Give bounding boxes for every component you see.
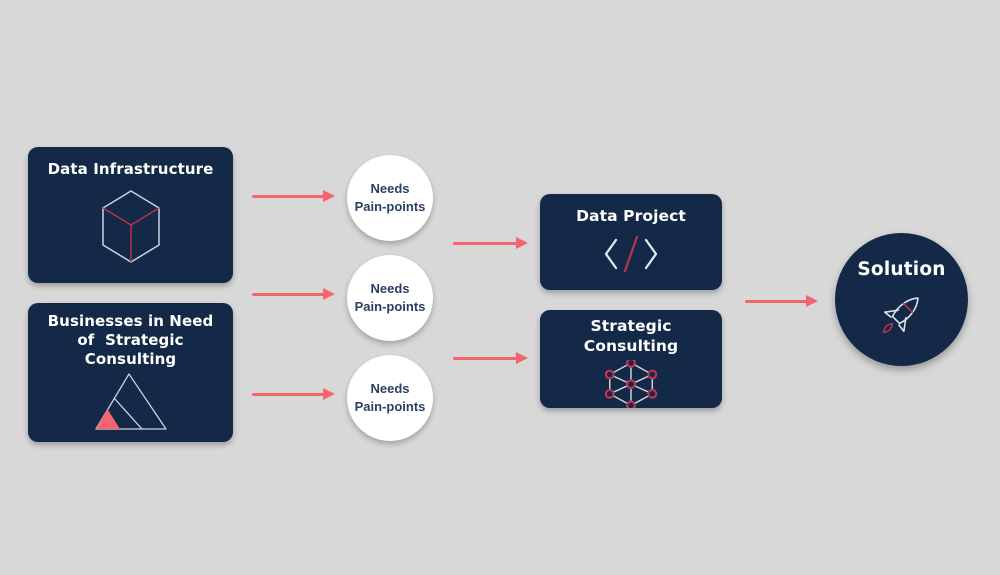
- node-needs-pain-points-1: Needs Pain-points: [347, 155, 433, 241]
- node-data-project: Data Project: [540, 194, 722, 290]
- node-title: Data Infrastructure: [47, 160, 214, 178]
- node-title: Solution: [857, 259, 946, 280]
- node-needs-pain-points-3: Needs Pain-points: [347, 355, 433, 441]
- node-title: Businesses in Need of Strategic Consulti…: [47, 312, 214, 369]
- node-needs-pain-points-2: Needs Pain-points: [347, 255, 433, 341]
- arrow-businesses-to-needs-2: [252, 292, 324, 296]
- arrow-businesses-to-needs-3: [252, 392, 324, 396]
- arrow-projects-to-solution: [745, 299, 807, 303]
- cube-wireframe-icon: [101, 190, 160, 263]
- node-strategic-consulting: Strategic Consulting: [540, 310, 722, 408]
- arrow-needs-to-strategic-consulting: [453, 356, 517, 360]
- node-solution: Solution: [835, 233, 968, 366]
- code-slash-icon: [604, 235, 658, 272]
- arrow-needs-to-data-project: [453, 241, 517, 245]
- triangle-mountain-icon: [94, 372, 167, 430]
- network-hexagon-icon: [604, 359, 658, 408]
- bubble-label: Needs Pain-points: [354, 381, 426, 414]
- bubble-label: Needs Pain-points: [354, 181, 426, 214]
- bubble-label: Needs Pain-points: [354, 281, 426, 314]
- node-data-infrastructure: Data Infrastructure: [28, 147, 233, 283]
- node-title: Strategic Consulting: [583, 317, 679, 355]
- arrow-data-infrastructure-to-needs-1: [252, 194, 324, 198]
- node-businesses-in-need: Businesses in Need of Strategic Consulti…: [28, 303, 233, 442]
- node-title: Data Project: [576, 207, 686, 225]
- rocket-icon: [882, 297, 919, 334]
